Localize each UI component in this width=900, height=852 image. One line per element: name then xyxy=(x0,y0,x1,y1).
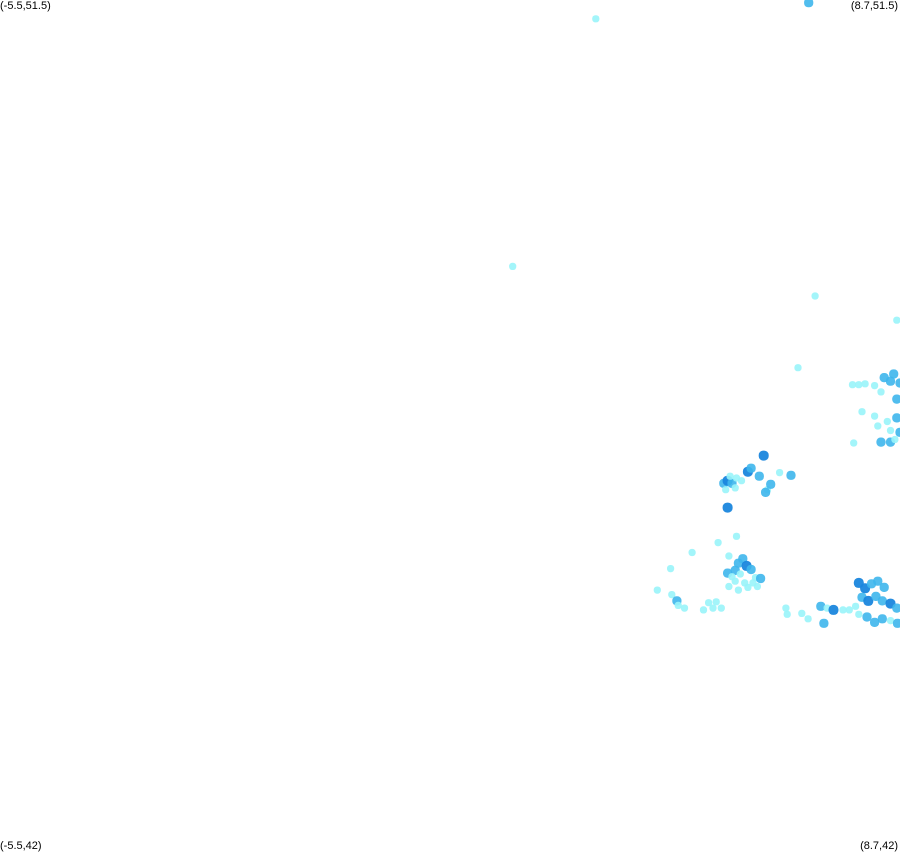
map-point-medium xyxy=(876,437,886,447)
map-point-low xyxy=(653,586,661,594)
map-point-low xyxy=(871,382,879,390)
map-point-high xyxy=(758,450,769,461)
map-point-low xyxy=(732,474,741,482)
corner-label-bottom-right: (8.7,42) xyxy=(860,840,898,852)
map-point-low xyxy=(744,583,752,591)
map-point-low xyxy=(893,316,900,324)
map-point-low xyxy=(732,532,741,540)
map-point-low xyxy=(736,570,744,578)
corner-label-top-left: (-5.5,51.5) xyxy=(0,0,51,12)
map-point-low xyxy=(855,381,863,389)
map-point-medium xyxy=(746,564,756,575)
map-point-low xyxy=(845,606,853,614)
map-point-medium xyxy=(892,413,900,423)
map-point-low xyxy=(861,380,869,388)
corner-label-top-right: (8.7,51.5) xyxy=(850,0,898,12)
map-point-low xyxy=(782,604,790,612)
map-point-medium xyxy=(889,369,899,379)
map-point-medium xyxy=(746,463,756,473)
map-point-low xyxy=(886,617,895,625)
map-point-low xyxy=(852,602,860,610)
map-point-low xyxy=(886,426,895,435)
map-point-low xyxy=(714,539,722,547)
map-point-low xyxy=(855,610,863,618)
map-point-medium xyxy=(761,487,771,497)
map-point-low xyxy=(734,586,742,594)
map-point-low xyxy=(674,601,682,609)
map-point-low xyxy=(811,292,819,300)
map-point-low xyxy=(776,469,784,477)
map-point-medium xyxy=(816,601,826,611)
map-point-high xyxy=(863,595,874,606)
map-point-low xyxy=(874,422,882,430)
map-point-low xyxy=(891,435,899,444)
map-point-low xyxy=(667,565,675,573)
map-point-medium xyxy=(819,618,829,628)
map-point-low xyxy=(722,486,730,494)
map-point-low xyxy=(705,599,713,607)
map-point-low xyxy=(731,577,739,585)
map-point-low xyxy=(680,604,689,612)
map-point-medium xyxy=(892,618,900,628)
map-point-low xyxy=(592,15,600,23)
map-point-medium xyxy=(756,573,766,584)
map-point-low xyxy=(871,412,879,420)
points-layer xyxy=(509,0,900,628)
map-point-low xyxy=(794,364,802,372)
map-point-low xyxy=(725,582,733,591)
map-point-medium xyxy=(754,471,764,481)
map-point-low xyxy=(783,610,791,618)
map-point-medium xyxy=(892,603,900,613)
map-point-low xyxy=(753,582,761,591)
map-point-medium xyxy=(895,427,900,437)
map-point-medium xyxy=(870,617,880,627)
map-point-medium xyxy=(766,479,776,489)
map-point-low xyxy=(699,606,708,614)
map-point-medium xyxy=(885,376,896,386)
map-point-medium xyxy=(873,576,883,586)
map-point-low xyxy=(839,606,847,614)
map-point-low xyxy=(731,484,739,492)
map-point-low xyxy=(804,615,812,623)
map-point-low xyxy=(668,591,676,599)
map-point-low xyxy=(798,609,806,617)
map-point-medium xyxy=(892,394,900,404)
map-point-low xyxy=(858,408,866,416)
map-point-low xyxy=(725,552,733,560)
map-point-medium xyxy=(804,0,814,8)
map-point-low xyxy=(726,472,734,480)
map-point-low xyxy=(709,604,717,612)
map-point-low xyxy=(688,548,696,557)
map-point-medium xyxy=(738,554,748,564)
map-point-medium xyxy=(862,612,872,622)
map-point-medium xyxy=(879,582,889,592)
map-point-medium xyxy=(877,596,887,606)
map-point-low xyxy=(850,439,858,447)
map-point-low xyxy=(712,598,720,606)
map-point-medium xyxy=(895,378,900,388)
corner-label-bottom-left: (-5.5,42) xyxy=(0,840,42,852)
map-point-low xyxy=(848,381,857,389)
map-point-low xyxy=(883,417,891,426)
map-point-high xyxy=(828,604,839,615)
map-point-low xyxy=(717,604,725,612)
map-point-medium xyxy=(877,614,887,624)
map-point-medium xyxy=(786,470,796,480)
map-point-low xyxy=(509,262,517,270)
map-point-high xyxy=(722,502,733,513)
map-point-low xyxy=(877,388,885,396)
